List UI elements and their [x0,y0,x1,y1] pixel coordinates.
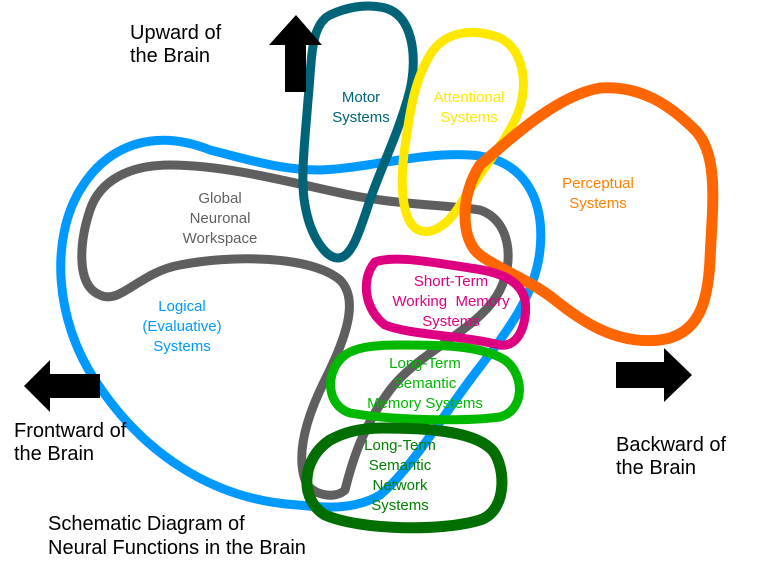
diagram-title: Schematic Diagram of Neural Functions in… [48,513,306,559]
short-term-memory-outline [361,254,531,350]
attentional-systems-label: Attentional Systems [433,89,505,126]
lt-network-outline [301,422,508,534]
arrow-up-icon [269,15,322,92]
arrow-right-icon [616,348,692,402]
lt-memory-label: Long-Term Semantic Memory Systems [367,355,483,412]
logical-systems-outline [56,135,546,512]
short-term-memory-label: Short-Term Working Memory Systems [392,273,510,330]
frontward-label: Frontward of the Brain [14,420,127,465]
logical-systems-label: Logical (Evaluative) Systems [142,298,222,355]
lt-network-label: Long-Term Semantic Network Systems [364,437,436,514]
perceptual-systems-label: Perceptual Systems [562,175,634,212]
arrow-left-icon [24,360,100,412]
lt-memory-outline [326,340,524,425]
perceptual-systems-outline [459,82,719,347]
global-workspace-outline [77,160,513,500]
upward-label: Upward of the Brain [130,22,222,67]
motor-systems-label: Motor Systems [332,89,390,126]
global-workspace-label: Global Neuronal Workspace [182,190,258,247]
motor-systems-outline [298,1,418,263]
backward-label: Backward of the Brain [616,434,727,479]
